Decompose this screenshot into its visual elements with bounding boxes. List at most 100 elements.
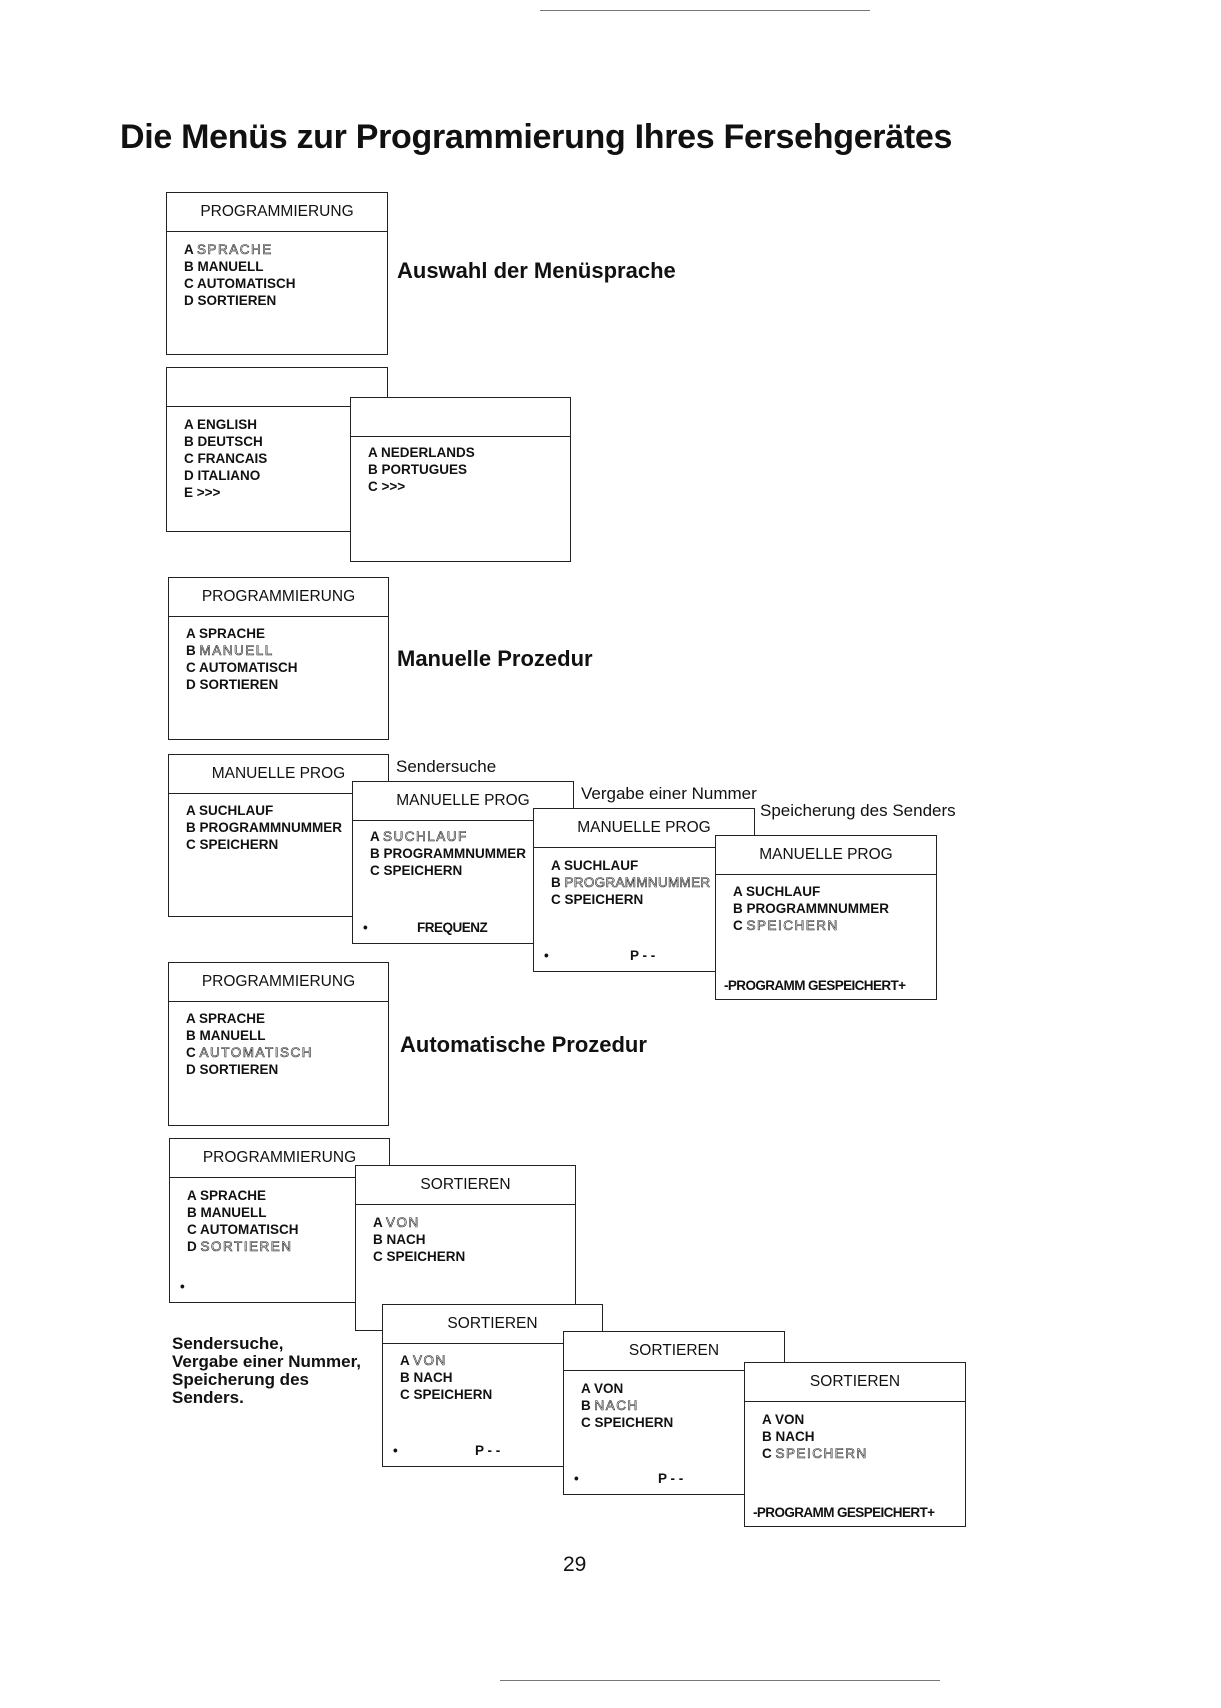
- caption-vergabe: Vergabe einer Nummer: [581, 784, 757, 803]
- menu-items: A SPRACHE B MANUELL C AUTOMATISCH D SORT…: [186, 1010, 313, 1078]
- menu-item: C SPEICHERN: [370, 863, 463, 878]
- caption-speicherung: Speicherung des Senders: [760, 801, 956, 820]
- menu-item: C AUTOMATISCH: [184, 276, 296, 291]
- menu-item: A VON: [581, 1381, 624, 1396]
- menu-items: A SUCHLAUF B PROGRAMMNUMMER C SPEICHERN: [186, 802, 342, 853]
- menu-item: A SUCHLAUF: [551, 858, 639, 873]
- menu-item-speichern-selected: C SPEICHERN: [733, 918, 839, 934]
- menu-item-nach-selected: B NACH: [581, 1398, 639, 1414]
- menu-item: A SPRACHE: [186, 626, 266, 641]
- menu-programmierung-auto: PROGRAMMIERUNG A SPRACHE B MANUELL C AUT…: [168, 962, 389, 1126]
- menu-items: A SUCHLAUF B PROGRAMMNUMMER C SPEICHERN: [551, 857, 710, 908]
- menu-items: A VON B NACH C SPEICHERN: [581, 1380, 673, 1431]
- bullet: •: [393, 1443, 398, 1458]
- menu-header: SORTIEREN: [383, 1305, 602, 1344]
- menu-items: A VON B NACH C SPEICHERN: [373, 1214, 465, 1265]
- menu-item: B NACH: [762, 1429, 815, 1444]
- menu-item-sprache-selected: A SPRACHE: [184, 242, 273, 258]
- menu-header: SORTIEREN: [356, 1166, 575, 1205]
- menu-item: A VON: [762, 1412, 805, 1427]
- menu-item: B PORTUGUES: [368, 462, 468, 477]
- p-label: P - -: [475, 1443, 501, 1458]
- note-line: Senders.: [172, 1388, 244, 1407]
- menu-item-von-selected: A VON: [373, 1215, 420, 1231]
- scan-artifact-top: [540, 10, 870, 11]
- menu-item: C SPEICHERN: [373, 1249, 466, 1264]
- menu-programmierung-sprache: PROGRAMMIERUNG A SPRACHE B MANUELL C AUT…: [166, 192, 388, 355]
- menu-item: B MANUELL: [186, 1028, 266, 1043]
- menu-item-manuell-selected: B MANUELL: [186, 643, 274, 659]
- menu-item: C >>>: [368, 479, 406, 494]
- menu-items: A ENGLISH B DEUTSCH C FRANCAIS D ITALIAN…: [184, 416, 267, 501]
- menu-item-speichern-selected: C SPEICHERN: [762, 1446, 868, 1462]
- menu-items: A SUCHLAUF B PROGRAMMNUMMER C SPEICHERN: [733, 883, 889, 934]
- menu-items: A VON B NACH C SPEICHERN: [762, 1411, 868, 1462]
- menu-item: D SORTIEREN: [184, 293, 277, 308]
- menu-item: B MANUELL: [184, 259, 264, 274]
- menu-header: MANUELLE PROG: [534, 809, 754, 848]
- menu-header: SORTIEREN: [745, 1363, 965, 1402]
- menu-item: A SPRACHE: [186, 1011, 266, 1026]
- menu-item: B NACH: [400, 1370, 453, 1385]
- menu-item: A SUCHLAUF: [186, 803, 274, 818]
- menu-item: A SPRACHE: [187, 1188, 267, 1203]
- bullet: •: [544, 948, 549, 963]
- bullet: •: [363, 920, 368, 935]
- bullet: •: [574, 1471, 579, 1486]
- menu-header: PROGRAMMIERUNG: [169, 578, 388, 617]
- menu-header-empty: [351, 398, 570, 437]
- menu-item: C FRANCAIS: [184, 451, 268, 466]
- menu-item: B PROGRAMMNUMMER: [370, 846, 526, 861]
- menu-item: B MANUELL: [187, 1205, 267, 1220]
- menu-header-empty: [167, 368, 387, 407]
- saved-status: -PROGRAMM GESPEICHERT+: [753, 1505, 935, 1520]
- note-text: Sendersuche, Vergabe einer Nummer, Speic…: [172, 1335, 372, 1407]
- menu-item-automatisch-selected: C AUTOMATISCH: [186, 1045, 314, 1061]
- menu-header: MANUELLE PROG: [716, 836, 936, 875]
- menu-item: D ITALIANO: [184, 468, 261, 483]
- section-title-language: Auswahl der Menüsprache: [397, 258, 676, 283]
- menu-item-programmnummer-selected: B PROGRAMMNUMMER: [551, 875, 711, 891]
- menu-header: MANUELLE PROG: [353, 782, 573, 821]
- p-label: P - -: [630, 948, 656, 963]
- menu-item: A SUCHLAUF: [733, 884, 821, 899]
- menu-item: E >>>: [184, 485, 221, 500]
- menu-item: C AUTOMATISCH: [187, 1222, 299, 1237]
- menu-item: C SPEICHERN: [186, 837, 279, 852]
- menu-items: A VON B NACH C SPEICHERN: [400, 1352, 492, 1403]
- note-line: Vergabe einer Nummer,: [172, 1352, 361, 1371]
- caption-sendersuche: Sendersuche: [396, 757, 497, 776]
- page-number: 29: [563, 1553, 587, 1576]
- bullet: •: [180, 1279, 185, 1294]
- menu-item: C AUTOMATISCH: [186, 660, 298, 675]
- menu-header: PROGRAMMIERUNG: [169, 963, 388, 1002]
- note-line: Sendersuche,: [172, 1334, 284, 1353]
- menu-item: D SORTIEREN: [186, 677, 279, 692]
- note-line: Speicherung des: [172, 1370, 309, 1389]
- menu-header: SORTIEREN: [564, 1332, 784, 1371]
- menu-item: C SPEICHERN: [400, 1387, 493, 1402]
- menu-item: B PROGRAMMNUMMER: [186, 820, 342, 835]
- menu-header: PROGRAMMIERUNG: [170, 1139, 389, 1178]
- menu-item: A ENGLISH: [184, 417, 258, 432]
- saved-status: -PROGRAMM GESPEICHERT+: [724, 978, 906, 993]
- menu-programmierung-manuell: PROGRAMMIERUNG A SPRACHE B MANUELL C AUT…: [168, 577, 389, 740]
- menu-items: A SPRACHE B MANUELL C AUTOMATISCH D SORT…: [186, 625, 298, 693]
- menu-item: B PROGRAMMNUMMER: [733, 901, 889, 916]
- menu-items: A SUCHLAUF B PROGRAMMNUMMER C SPEICHERN: [370, 828, 526, 879]
- frequenz-label: FREQUENZ: [417, 920, 488, 935]
- menu-item-suchlauf-selected: A SUCHLAUF: [370, 829, 468, 845]
- menu-language-list-2: A NEDERLANDS B PORTUGUES C >>>: [350, 397, 571, 562]
- scan-artifact-bottom: [500, 1680, 940, 1681]
- menu-sortieren-1: SORTIEREN A VON B NACH C SPEICHERN: [355, 1165, 576, 1331]
- menu-item-sortieren-selected: D SORTIEREN: [187, 1239, 293, 1255]
- menu-items: A NEDERLANDS B PORTUGUES C >>>: [368, 444, 475, 495]
- menu-item: B DEUTSCH: [184, 434, 263, 449]
- section-title-automatic: Automatische Prozedur: [400, 1032, 647, 1057]
- menu-manuelle-prog-4: MANUELLE PROG A SUCHLAUF B PROGRAMMNUMME…: [715, 835, 937, 1000]
- menu-item-von-selected: A VON: [400, 1353, 447, 1369]
- menu-header: MANUELLE PROG: [169, 755, 388, 794]
- menu-item: B NACH: [373, 1232, 426, 1247]
- page-title: Die Menüs zur Programmierung Ihres Ferse…: [120, 118, 953, 156]
- menu-items: A SPRACHE B MANUELL C AUTOMATISCH D SORT…: [187, 1187, 299, 1255]
